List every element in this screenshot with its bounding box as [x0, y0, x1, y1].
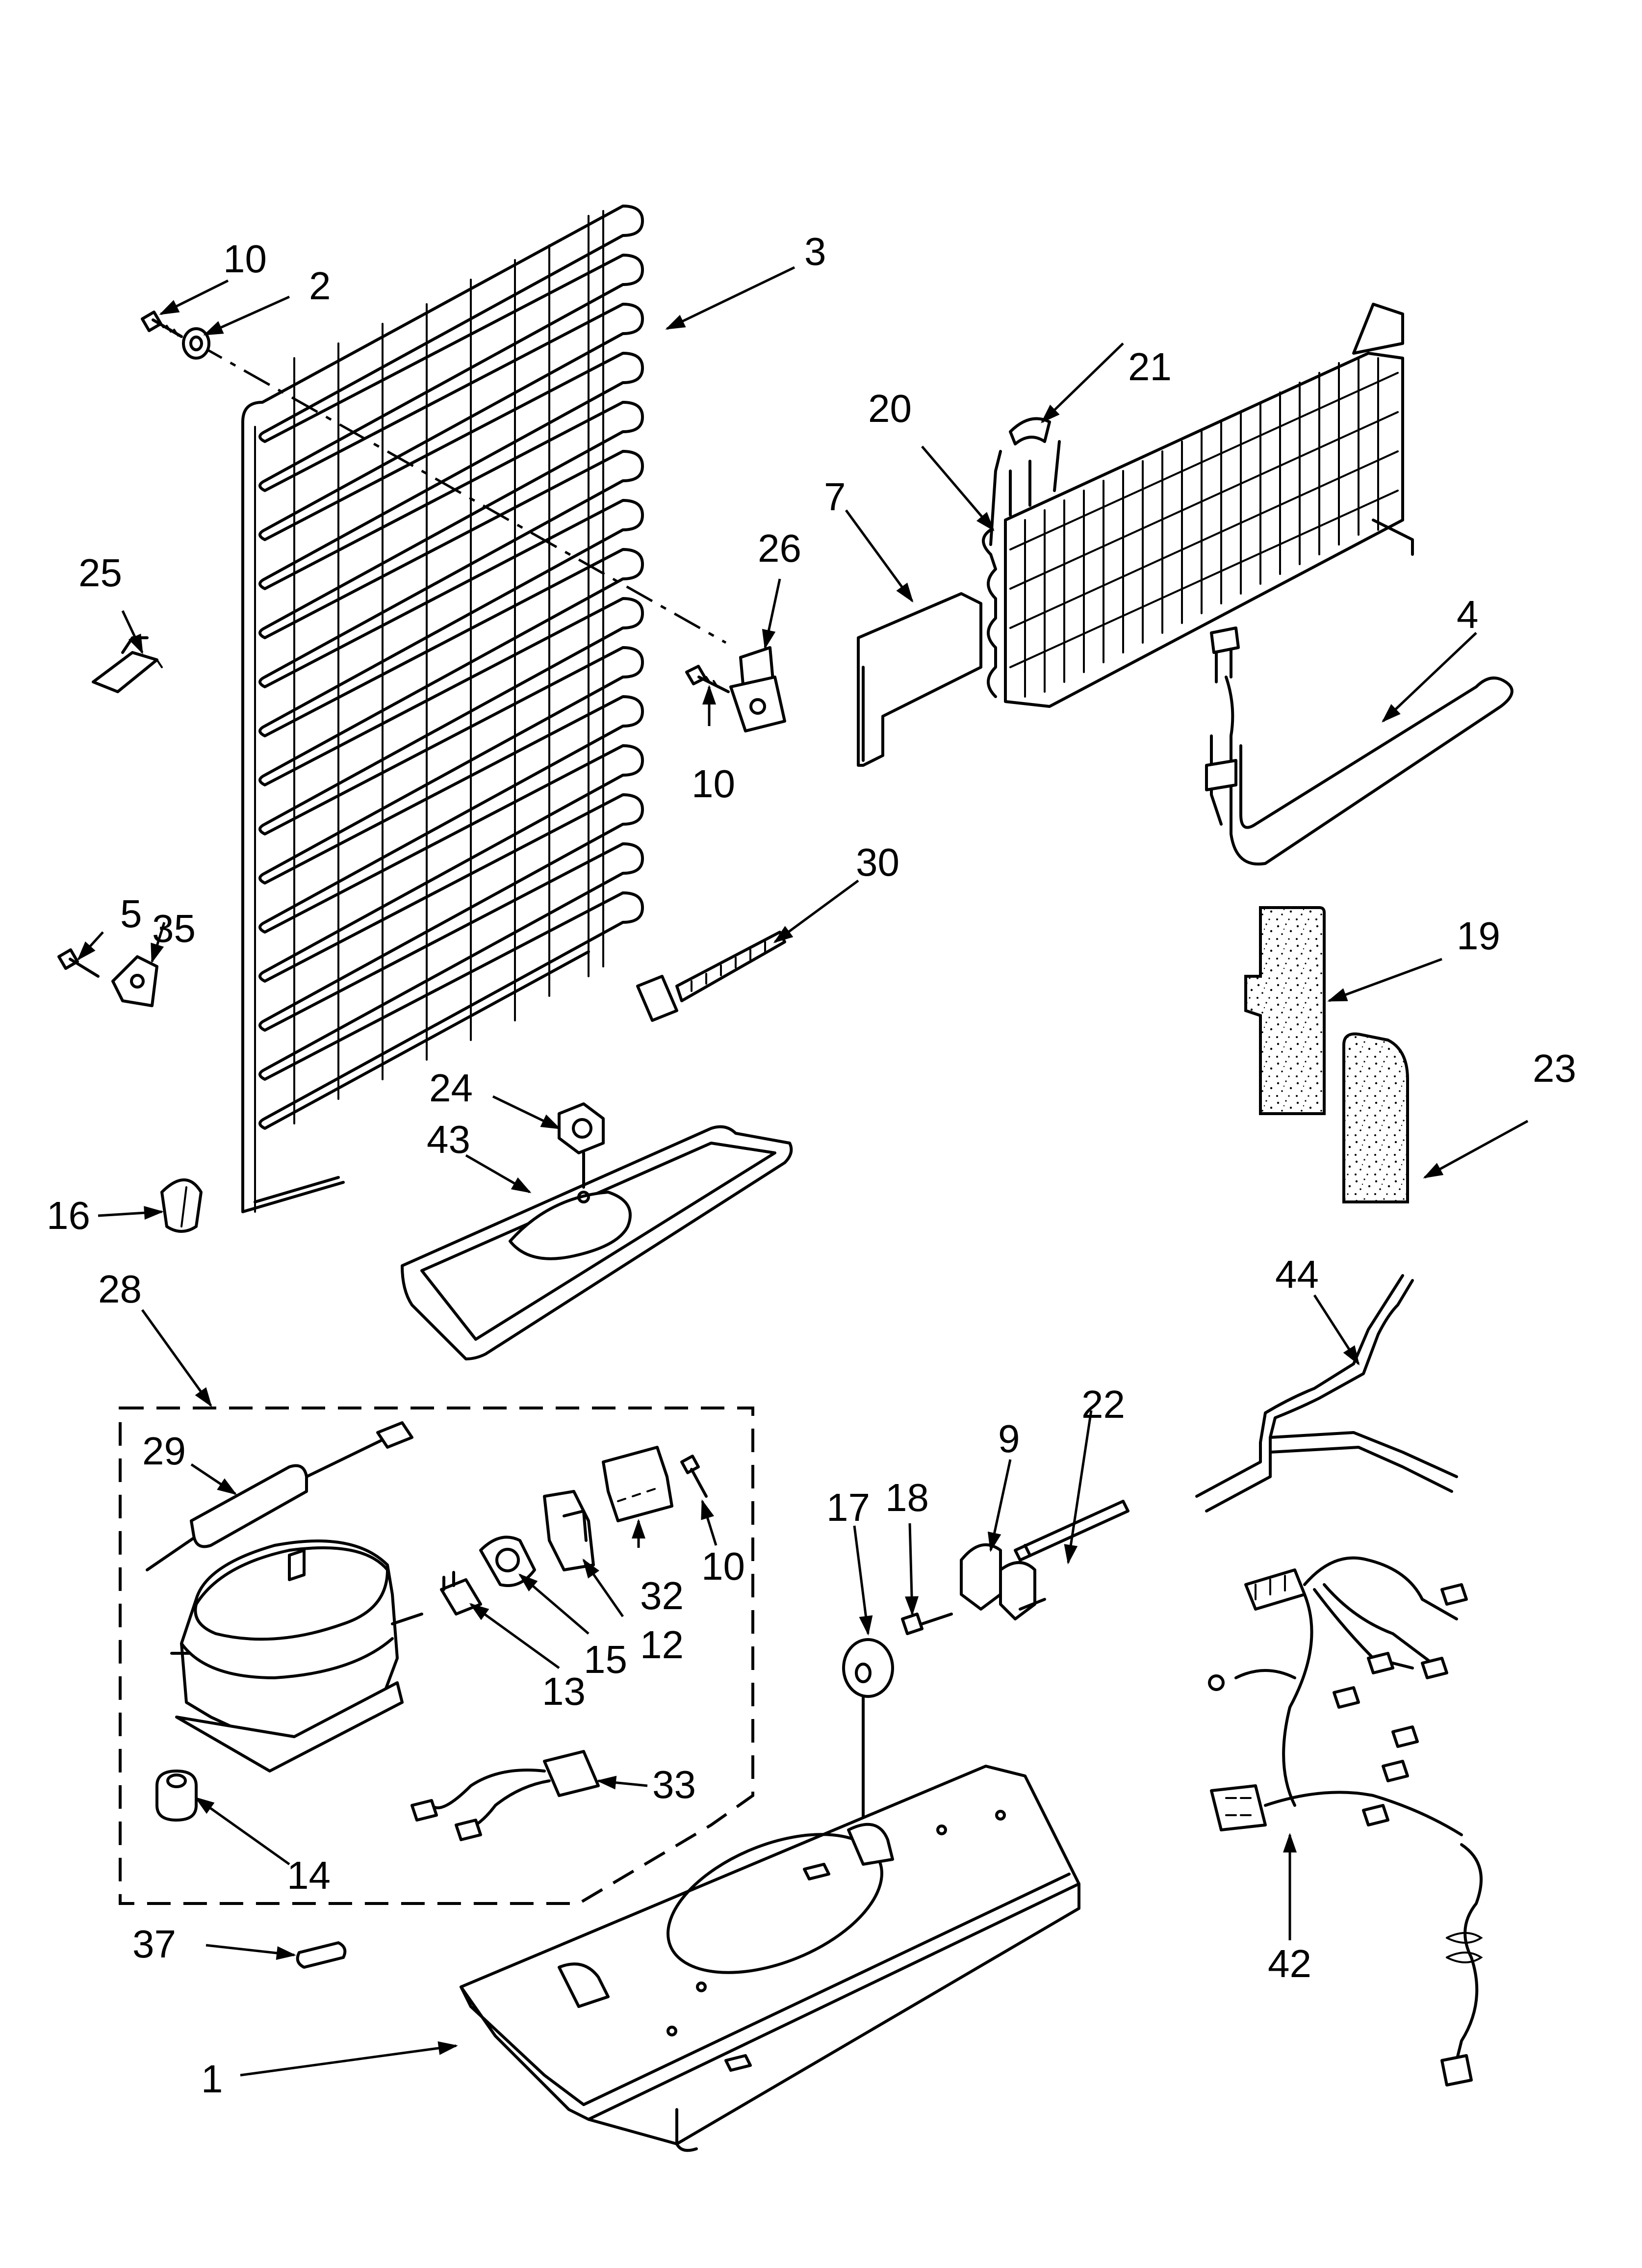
clip-part-9	[960, 1543, 1046, 1620]
callout-25: 25	[78, 551, 122, 595]
tube-clip-part-21	[1009, 417, 1051, 445]
callout-24: 24	[429, 1066, 473, 1110]
screw-part-5	[57, 948, 100, 978]
callout-5: 5	[120, 892, 142, 936]
relay-cover-part-32	[602, 1446, 673, 1522]
alignment-line	[195, 342, 727, 644]
callout-10c: 10	[701, 1544, 745, 1588]
callout-14: 14	[287, 1853, 331, 1897]
callout-13: 13	[542, 1669, 586, 1713]
callout-29: 29	[142, 1429, 186, 1473]
base-part-1	[460, 1765, 1080, 2152]
callout-30: 30	[856, 840, 899, 884]
bracket-part-26	[729, 646, 786, 732]
callout-33: 33	[652, 1763, 696, 1806]
drier-part-29	[146, 1421, 413, 1571]
defrost-heater-part-4	[1205, 626, 1514, 866]
tube-part-22	[1014, 1500, 1129, 1562]
callout-16: 16	[47, 1194, 90, 1237]
cable-tie-part-30	[636, 931, 786, 1022]
callout-12: 12	[640, 1623, 684, 1667]
compressor-kit-boundary-part-28	[119, 1407, 754, 1905]
wire-harness-part-42	[1208, 1556, 1483, 2086]
washer-part-2	[182, 327, 210, 360]
callout-4: 4	[1457, 593, 1479, 636]
screw-part-10c	[680, 1455, 708, 1498]
callout-20: 20	[868, 387, 912, 430]
callout-9: 9	[998, 1417, 1020, 1460]
callout-2: 2	[309, 264, 331, 308]
clip-part-16	[160, 1178, 203, 1233]
clip-part-25	[92, 636, 163, 693]
condenser-coil-part-3	[241, 205, 644, 1213]
callout-10b: 10	[692, 762, 735, 806]
callout-1: 1	[201, 2057, 223, 2101]
callouts: 1 2 3 4 5 7 9 10 10 10 12 13 14 15 16 17…	[47, 230, 1576, 2101]
callout-18: 18	[885, 1476, 929, 1519]
callout-22: 22	[1081, 1382, 1125, 1426]
callout-19: 19	[1457, 914, 1500, 958]
callout-23: 23	[1533, 1046, 1576, 1090]
callout-10a: 10	[223, 237, 267, 281]
screw-part-18	[901, 1613, 953, 1635]
evaporator-part-7	[857, 303, 1414, 767]
leader-lines	[77, 266, 1529, 2077]
callout-17: 17	[826, 1486, 870, 1529]
cord-part-33	[410, 1750, 600, 1841]
screw-part-10b	[685, 665, 730, 693]
callout-32: 32	[640, 1574, 684, 1617]
bracket-part-35	[111, 955, 158, 1007]
foam-block-part-23	[1342, 1032, 1409, 1203]
grommet-part-17	[842, 1638, 894, 1866]
grommet-part-14	[155, 1770, 198, 1822]
callout-3: 3	[804, 230, 826, 273]
relay-part-15	[479, 1536, 536, 1587]
drain-pan-part-43	[401, 1125, 793, 1360]
callout-26: 26	[758, 526, 801, 570]
callout-43: 43	[427, 1118, 470, 1161]
callout-37: 37	[132, 1922, 176, 1966]
callout-7: 7	[824, 475, 846, 519]
label-part-37	[296, 1941, 347, 1969]
callout-21: 21	[1128, 345, 1172, 389]
callout-42: 42	[1268, 1942, 1311, 1985]
callout-28: 28	[98, 1267, 142, 1311]
foam-block-part-19	[1244, 906, 1326, 1115]
nut-part-24	[558, 1102, 605, 1189]
screw-part-10	[141, 311, 183, 338]
callout-44: 44	[1275, 1252, 1319, 1296]
callout-35: 35	[152, 907, 196, 950]
capacitor-part-12	[543, 1490, 595, 1571]
drain-tube-part-44	[1195, 1274, 1458, 1512]
compressor	[170, 1539, 423, 1773]
callout-15: 15	[584, 1638, 627, 1681]
